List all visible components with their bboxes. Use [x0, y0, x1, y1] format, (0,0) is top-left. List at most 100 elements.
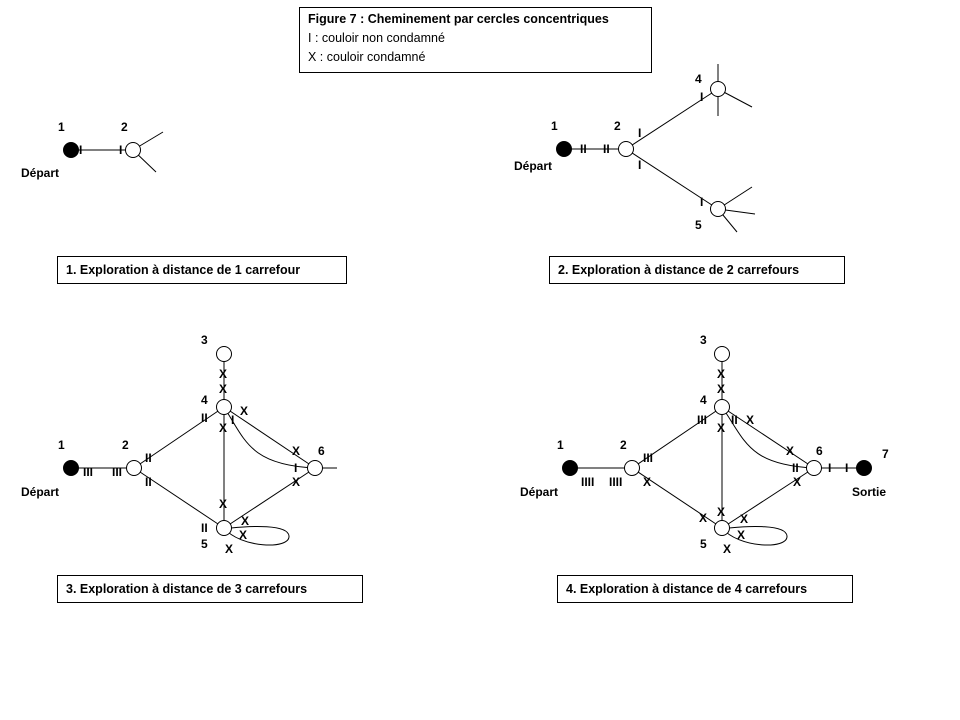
node-start: [562, 460, 578, 476]
node-4: [714, 399, 730, 415]
mark-closed: X: [746, 413, 754, 427]
panel-1: 1 2 Départ I I: [21, 120, 164, 180]
caption-step-1: 1. Exploration à distance de 1 carrefour: [57, 256, 347, 284]
node-2: [126, 460, 142, 476]
mark-closed: X: [643, 475, 651, 489]
legend-line-closed: X : couloir condamné: [308, 50, 426, 64]
node-start: [556, 141, 572, 157]
mark-open: I: [638, 158, 641, 172]
node-label-2: 2: [620, 438, 627, 452]
mark-closed: X: [225, 542, 233, 556]
node-label-5: 5: [695, 218, 702, 232]
edge-4-6-curve: [721, 406, 815, 469]
panel-3: 1 2 3 4 5 6 Départ III III II II X X II …: [21, 333, 337, 556]
edge-5-6: [721, 467, 815, 529]
node-3: [714, 346, 730, 362]
node-exit: [856, 460, 872, 476]
mark-closed: X: [699, 511, 707, 525]
node-label-3: 3: [201, 333, 208, 347]
node-label-4: 4: [201, 393, 208, 407]
mark-open-2: II: [792, 461, 799, 475]
edge-2-5: [133, 467, 225, 529]
mark-closed: X: [241, 514, 249, 528]
mark-closed: X: [786, 444, 794, 458]
mark-closed: X: [737, 528, 745, 542]
mark-open: I: [79, 143, 82, 157]
node-label-6: 6: [816, 444, 823, 458]
node-label-7: 7: [882, 447, 889, 461]
mark-open-2: II: [201, 521, 208, 535]
label-start: Départ: [21, 485, 59, 499]
node-label-5: 5: [201, 537, 208, 551]
mark-open: I: [231, 413, 234, 427]
legend-box: Figure 7 : Cheminement par cercles conce…: [299, 7, 652, 73]
node-4: [216, 399, 232, 415]
mark-open: I: [700, 195, 703, 209]
mark-open-2: II: [201, 411, 208, 425]
mark-open: I: [828, 461, 831, 475]
mark-open-3: III: [112, 465, 122, 479]
legend-title: Figure 7 : Cheminement par cercles conce…: [308, 12, 609, 26]
edge-2-4: [625, 88, 719, 150]
node-6: [806, 460, 822, 476]
edge-2-4: [631, 406, 723, 469]
edge-5-6: [223, 467, 316, 529]
edge-2-5: [631, 467, 723, 529]
mark-closed: X: [239, 528, 247, 542]
mark-open: I: [845, 461, 848, 475]
node-label-2: 2: [121, 120, 128, 134]
label-start: Départ: [520, 485, 558, 499]
panel-4: 1 2 3 4 5 6 7 Départ Sortie IIII IIII II…: [520, 333, 889, 556]
caption-step-3: 3. Exploration à distance de 3 carrefour…: [57, 575, 363, 603]
node-2: [624, 460, 640, 476]
legend-line-open: I : couloir non condamné: [308, 31, 445, 45]
mark-closed: X: [717, 382, 725, 396]
node-label-2: 2: [122, 438, 129, 452]
node-start: [63, 460, 79, 476]
node-label-3: 3: [700, 333, 707, 347]
edge-5-loop: [721, 526, 788, 546]
node-start: [63, 142, 79, 158]
edge-4-6-curve: [223, 406, 316, 469]
mark-open: I: [700, 90, 703, 104]
edge-2-5: [625, 148, 719, 210]
node-label-5: 5: [700, 537, 707, 551]
label-exit: Sortie: [852, 485, 886, 499]
mark-open-4: IIII: [581, 475, 594, 489]
mark-open-4: IIII: [609, 475, 622, 489]
caption-step-4: 4. Exploration à distance de 4 carrefour…: [557, 575, 853, 603]
mark-open-2: II: [145, 451, 152, 465]
mark-closed: X: [723, 542, 731, 556]
edge-4-6: [721, 406, 815, 469]
node-label-4: 4: [695, 72, 702, 86]
node-label-2: 2: [614, 119, 621, 133]
mark-open-2: II: [731, 413, 738, 427]
caption-step-2: 2. Exploration à distance de 2 carrefour…: [549, 256, 845, 284]
mark-open-3: III: [83, 465, 93, 479]
mark-closed: X: [717, 505, 725, 519]
node-2: [125, 142, 141, 158]
node-5: [714, 520, 730, 536]
node-5: [710, 201, 726, 217]
mark-open-2: II: [603, 142, 610, 156]
node-2: [618, 141, 634, 157]
mark-closed: X: [740, 512, 748, 526]
mark-closed: X: [292, 475, 300, 489]
mark-open-3: III: [643, 451, 653, 465]
node-3: [216, 346, 232, 362]
mark-closed: X: [219, 497, 227, 511]
panel-2: 1 2 4 5 Départ II II I I I I: [514, 64, 756, 233]
edge-4-6: [223, 406, 316, 469]
node-label-4: 4: [700, 393, 707, 407]
mark-open: I: [119, 143, 122, 157]
mark-closed: X: [793, 475, 801, 489]
mark-closed: X: [219, 382, 227, 396]
edge-5-loop: [223, 526, 290, 546]
label-start: Départ: [21, 166, 59, 180]
mark-open-2: II: [580, 142, 587, 156]
mark-closed: X: [717, 421, 725, 435]
node-label-1: 1: [551, 119, 558, 133]
mark-closed: X: [717, 367, 725, 381]
node-5: [216, 520, 232, 536]
